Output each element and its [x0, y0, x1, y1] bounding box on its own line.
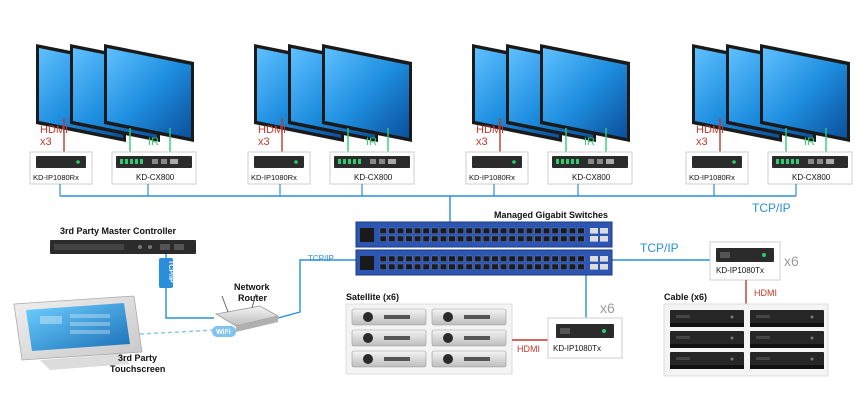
cable-box: [670, 310, 744, 327]
ir-label: IR: [804, 136, 815, 148]
ir-label: IR: [366, 136, 377, 148]
display-screen: [104, 44, 194, 142]
hdmi-label: HDMI: [696, 124, 724, 136]
touchscreen-device: [13, 295, 143, 370]
network-router-device: [214, 293, 280, 332]
hdmi-count: x3: [476, 136, 488, 148]
cable-label: Cable (x6): [664, 292, 707, 302]
cable-box: [750, 352, 824, 369]
cable-tx-label: KD-IP1080Tx: [716, 266, 764, 275]
satellite-box: [351, 308, 427, 326]
satellite-boxes: [351, 308, 507, 368]
satellite-tx-box: [547, 317, 623, 359]
managed-gigabit-switches: [355, 221, 613, 276]
tcpip-router-label: TCP/IP: [308, 254, 334, 263]
tcpip-vertical-label: TCP/IP: [167, 260, 174, 283]
ir-label: IR: [148, 136, 159, 148]
satellite-multiplier: x6: [600, 300, 615, 316]
satellite-box: [431, 350, 507, 368]
cable-hdmi-label: HDMI: [754, 288, 777, 298]
satellite-box: [351, 329, 427, 347]
wifi-link: [139, 329, 217, 335]
display-screen: [540, 44, 630, 142]
rx-label: KD-IP1080Rx: [33, 173, 79, 182]
switches-label: Managed Gigabit Switches: [494, 210, 608, 220]
cable-box: [750, 310, 824, 327]
satellite-box: [431, 308, 507, 326]
cable-box: [750, 331, 824, 348]
ir-label: IR: [584, 136, 595, 148]
cable-multiplier: x6: [784, 253, 799, 269]
satellite-tx-label: KD-IP1080Tx: [553, 344, 601, 353]
cx-label: KD-CX800: [136, 173, 175, 182]
cable-tx-box: [709, 241, 781, 281]
switch-ports: [360, 227, 608, 270]
hdmi-label: HDMI: [258, 124, 286, 136]
cable-box: [670, 352, 744, 369]
display-screen: [760, 44, 850, 142]
rx-label: KD-IP1080Rx: [251, 173, 297, 182]
master-controller-device: [50, 240, 196, 254]
wifi-label: WiFi: [216, 329, 231, 336]
cable-boxes-panel: [663, 303, 829, 377]
cx-label: KD-CX800: [354, 173, 393, 182]
controller-tcpip-tag: TCP/IP: [159, 258, 174, 288]
satellite-receivers-panel: [345, 303, 513, 375]
satellite-box: [351, 350, 427, 368]
rx-label: KD-IP1080Rx: [469, 173, 515, 182]
tcpip-label-right: TCP/IP: [640, 241, 679, 255]
wifi-badge: [212, 326, 236, 337]
hdmi-label: HDMI: [476, 124, 504, 136]
router-label-line1: Network: [234, 282, 271, 292]
hdmi-count: x3: [40, 136, 52, 148]
zone-bus-drops: [59, 184, 797, 196]
display-screen: [322, 44, 412, 142]
hdmi-count: x3: [696, 136, 708, 148]
router-label-line2: Router: [238, 293, 267, 303]
cable-boxes: [670, 310, 824, 369]
cx-label: KD-CX800: [792, 173, 831, 182]
touchscreen-label-line1: 3rd Party: [118, 353, 157, 363]
tcpip-label-top: TCP/IP: [752, 201, 791, 215]
satellite-label: Satellite (x6): [346, 292, 399, 302]
cx-label: KD-CX800: [572, 173, 611, 182]
master-controller-label: 3rd Party Master Controller: [60, 226, 177, 236]
hdmi-label: HDMI: [40, 124, 68, 136]
satellite-hdmi-label: HDMI: [517, 344, 540, 354]
hdmi-count: x3: [258, 136, 270, 148]
cable-box: [670, 331, 744, 348]
satellite-box: [431, 329, 507, 347]
rx-label: KD-IP1080Rx: [689, 173, 735, 182]
touchscreen-label-line2: Touchscreen: [110, 364, 165, 374]
